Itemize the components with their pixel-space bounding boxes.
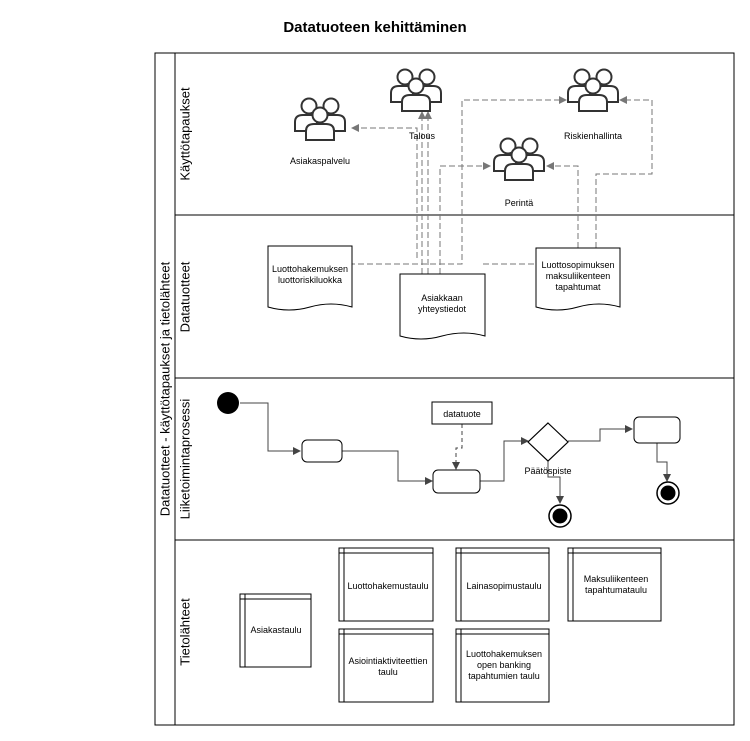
table-label: tapahtumien taulu <box>468 671 540 681</box>
diagram-title: Datatuoteen kehittäminen <box>283 19 467 36</box>
end-event-1 <box>548 504 572 528</box>
document-label: yhteystiedot <box>418 304 467 314</box>
table-label: Maksuliikenteen <box>584 574 649 584</box>
process-flows <box>240 402 671 504</box>
end-event-2 <box>656 481 680 505</box>
actor-label: Asiakaspalvelu <box>290 156 350 166</box>
document-label: luottoriskiluokka <box>278 275 342 285</box>
table-label: Lainasopimustaulu <box>466 581 541 591</box>
actor-label: Riskienhallinta <box>564 131 622 141</box>
gateway-label: Päätöspiste <box>524 466 571 476</box>
task-3 <box>633 416 681 444</box>
doc-maksuliikenne: Luottosopimuksen maksuliikenteen tapahtu… <box>535 247 621 311</box>
table-label: tapahtumataulu <box>585 585 647 595</box>
actor-label: Talous <box>409 131 436 141</box>
task-2 <box>432 469 481 494</box>
actor-riskienhallinta: Riskienhallinta <box>564 70 622 141</box>
document-label: Luottohakemuksen <box>272 264 348 274</box>
doc-luottoriskiluokka: Luottohakemuksen luottoriskiluokka <box>267 245 353 311</box>
table-asiointi: Asiointiaktiviteettien taulu <box>338 628 434 703</box>
table-asiakastaulu: Asiakastaulu <box>239 593 312 668</box>
doc-yhteystiedot: Asiakkaan yhteystiedot <box>399 273 486 340</box>
datatuote-label: datatuote <box>443 409 481 419</box>
pool-label: Datatuotteet - käyttötapaukset ja tietol… <box>157 261 172 516</box>
table-label: Asiointiaktiviteettien <box>348 656 427 666</box>
group-icon <box>391 70 441 112</box>
document-label: Luottosopimuksen <box>541 260 614 270</box>
table-label: taulu <box>378 667 398 677</box>
document-label: tapahtumat <box>555 282 601 292</box>
actor-talous: Talous <box>391 70 441 141</box>
lane-label-products: Datatuotteet <box>177 261 192 332</box>
start-event <box>217 392 239 414</box>
usecase-connectors <box>309 96 653 274</box>
group-icon <box>568 70 618 112</box>
document-label: maksuliikenteen <box>546 271 611 281</box>
task-1 <box>301 439 343 463</box>
lane-label-process: Liiketoimintaprosessi <box>177 399 192 520</box>
table-maksuliikenne: Maksuliikenteen tapahtumataulu <box>567 547 662 622</box>
datatuote-object: datatuote <box>431 401 493 425</box>
group-icon <box>494 139 544 181</box>
table-label: open banking <box>477 660 531 670</box>
group-icon <box>295 99 345 141</box>
table-label: Asiakastaulu <box>250 625 301 635</box>
lane-label-usecases: Käyttötapaukset <box>177 87 192 181</box>
table-label: Luottohakemustaulu <box>347 581 428 591</box>
pool <box>154 52 735 726</box>
datatuote-association <box>452 424 463 470</box>
decision-gateway <box>527 422 569 462</box>
table-lainasopimustaulu: Lainasopimustaulu <box>455 547 550 622</box>
table-label: Luottohakemuksen <box>466 649 542 659</box>
actor-asiakaspalvelu: Asiakaspalvelu <box>290 99 350 166</box>
table-openbanking: Luottohakemuksen open banking tapahtumie… <box>455 628 550 703</box>
table-luottohakemustaulu: Luottohakemustaulu <box>338 547 434 622</box>
actor-label: Perintä <box>505 198 534 208</box>
lane-label-sources: Tietolähteet <box>177 598 192 666</box>
actor-perinta: Perintä <box>494 139 544 208</box>
document-label: Asiakkaan <box>421 293 463 303</box>
